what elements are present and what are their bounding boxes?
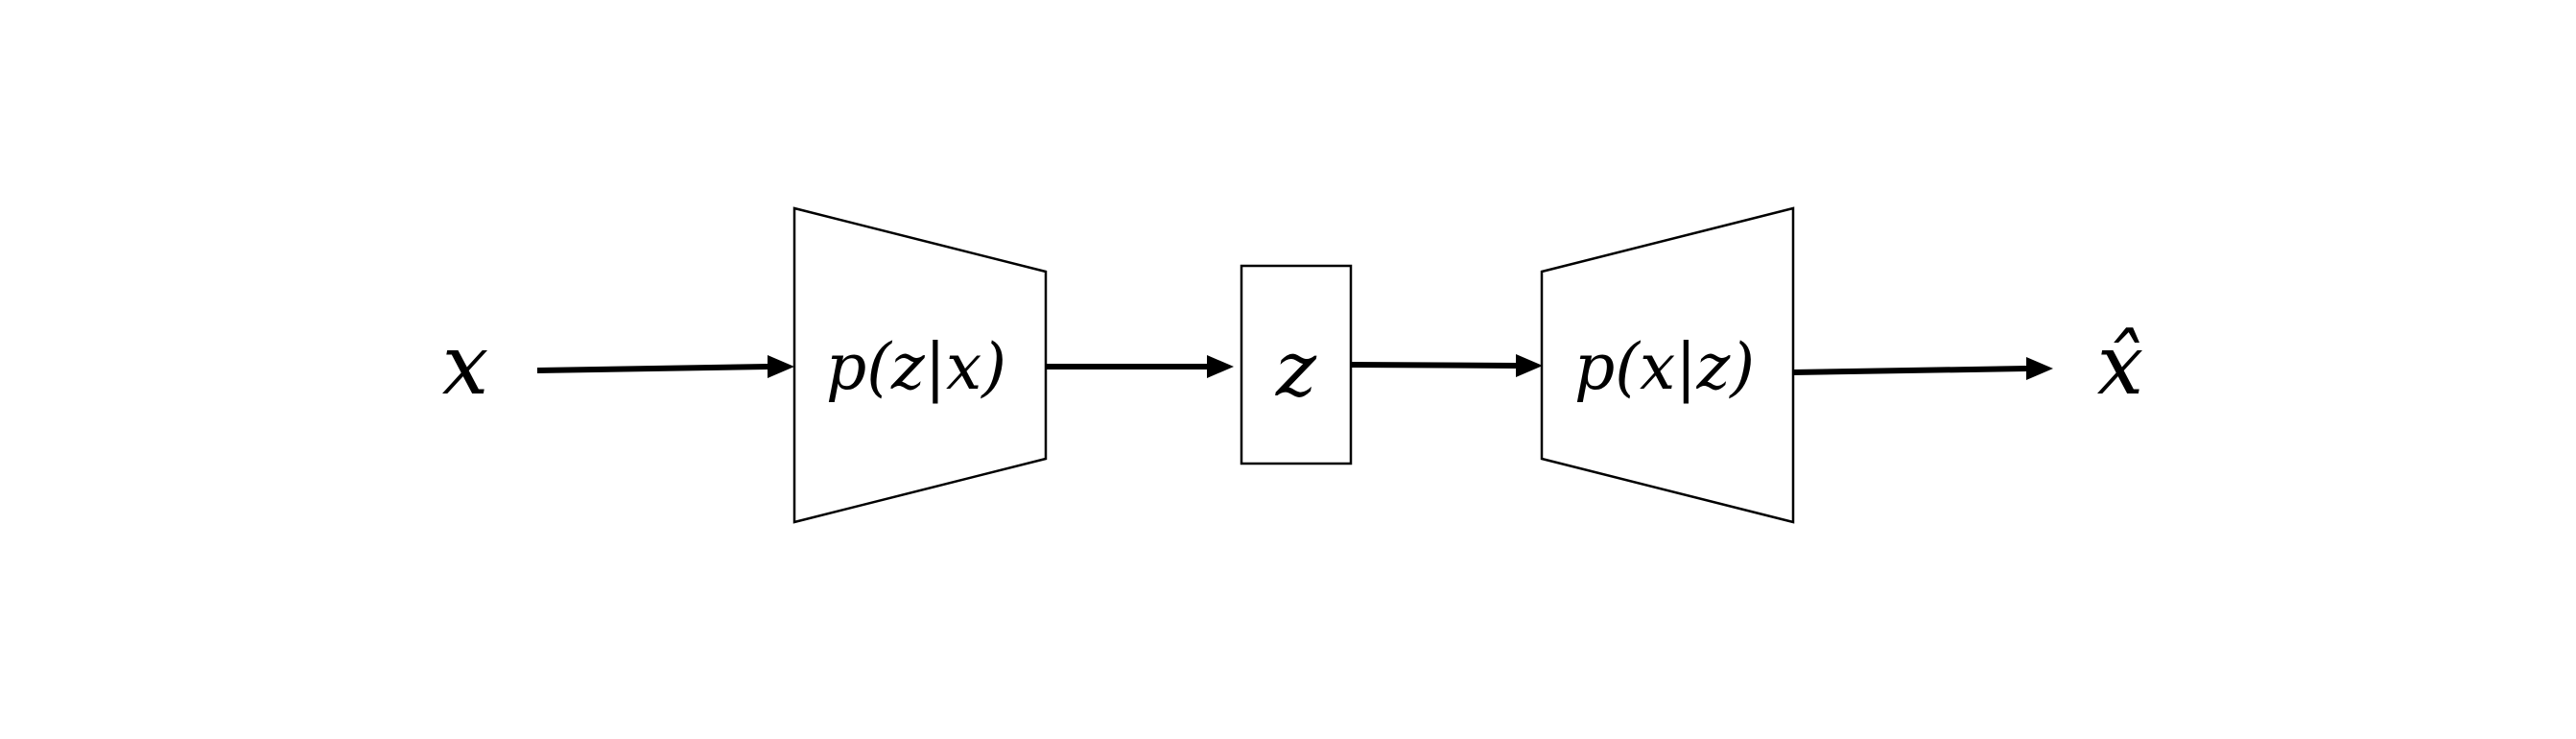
arrow-input-to-encoder xyxy=(536,355,794,378)
latent-label: z xyxy=(1275,324,1317,414)
arrow-decoder-to-output xyxy=(1792,357,2053,380)
latent-block xyxy=(1240,264,1353,465)
arrow-latent-to-decoder xyxy=(1350,354,1543,377)
encoder-label: p(z|x) xyxy=(826,330,1006,404)
decoder-label: p(x|z) xyxy=(1574,330,1755,404)
input-label: x xyxy=(442,318,489,414)
decoder-block xyxy=(1540,206,1795,524)
output-label: x̂ xyxy=(2097,318,2144,414)
encoder-block xyxy=(792,206,1048,524)
arrow-encoder-to-latent xyxy=(1046,355,1234,378)
